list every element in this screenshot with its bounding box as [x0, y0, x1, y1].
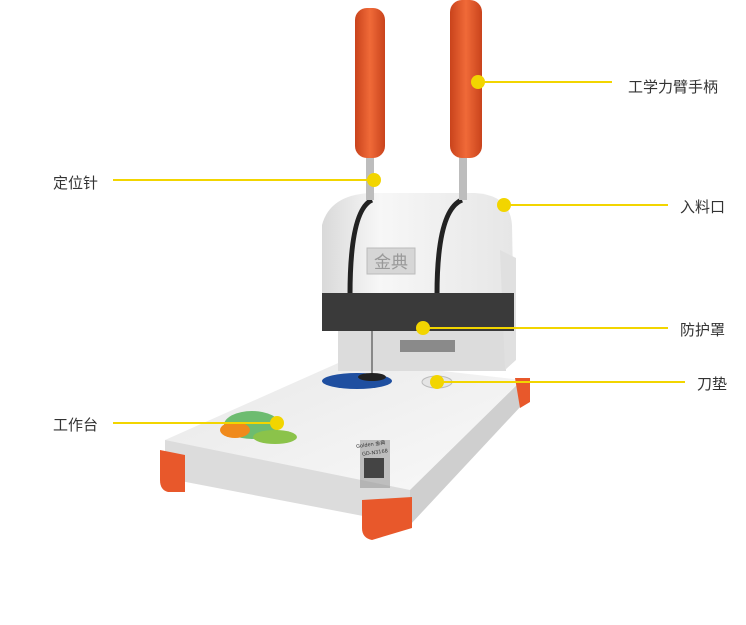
label-worktable: 工作台 — [53, 416, 99, 434]
qr-code — [364, 458, 384, 478]
brand-badge: 金典 — [374, 253, 408, 273]
lever-handle — [450, 0, 482, 158]
callout-dots — [270, 75, 511, 430]
corner-guard — [160, 450, 185, 492]
label-guard: 防护罩 — [680, 321, 726, 339]
corner-guard — [362, 497, 412, 540]
corner-guard — [515, 378, 530, 408]
label-cutting-pad: 刀垫 — [697, 375, 728, 393]
label-handle: 工学力臂手柄 — [628, 78, 719, 96]
lever-handle — [355, 8, 385, 158]
label-feed-inlet: 入料口 — [680, 198, 726, 216]
worktable-base — [160, 360, 530, 540]
label-locating-pin: 定位针 — [53, 174, 99, 192]
